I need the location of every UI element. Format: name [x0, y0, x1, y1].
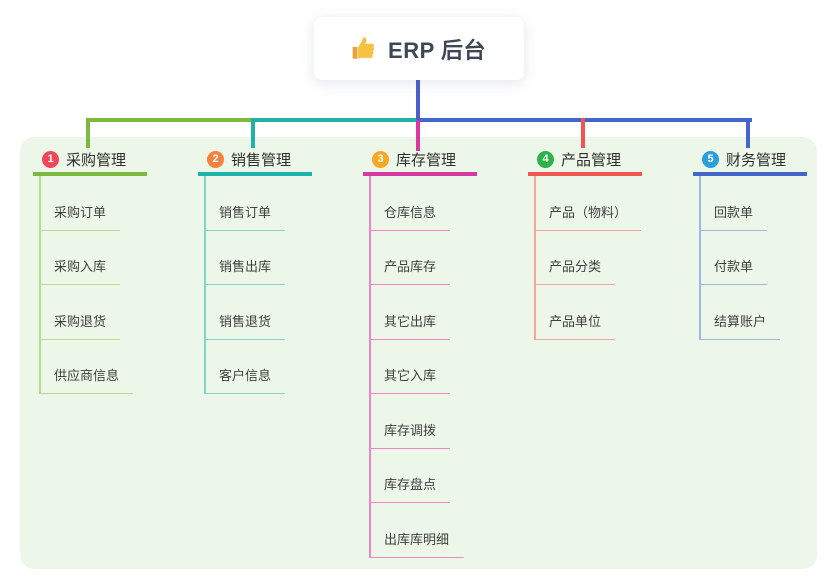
- child-node[interactable]: 产品库存: [369, 231, 451, 285]
- child-node-label: 其它出库: [384, 313, 437, 329]
- branch-number-badge: 3: [372, 150, 389, 168]
- branch-trunk-line: [699, 176, 701, 340]
- branch-children: 仓库信息产品库存其它出库其它入库库存调拨库存盘点出库库明细: [369, 176, 464, 558]
- child-node-label: 销售出库: [219, 259, 272, 274]
- child-node-label: 采购退货: [54, 313, 107, 329]
- child-node-label: 仓库信息: [384, 204, 437, 220]
- child-node[interactable]: 付款单: [699, 231, 768, 285]
- branch-children: 采购订单采购入库采购退货供应商信息: [39, 176, 134, 394]
- connector-line: [418, 118, 752, 122]
- child-node-label: 产品单位: [549, 313, 602, 329]
- child-node-label: 客户信息: [219, 368, 272, 383]
- branch-header[interactable]: 4 产品管理: [528, 146, 642, 176]
- branch-number-badge: 5: [702, 150, 719, 168]
- child-node[interactable]: 采购订单: [39, 176, 121, 231]
- branch-header[interactable]: 1 采购管理: [33, 146, 147, 176]
- branch-label: 采购管理: [66, 151, 127, 169]
- child-node-label: 库存盘点: [384, 477, 437, 492]
- child-node[interactable]: 回款单: [699, 176, 768, 231]
- child-node[interactable]: 产品（物料）: [534, 176, 642, 231]
- child-node-label: 产品分类: [549, 259, 602, 274]
- branch-header[interactable]: 2 销售管理: [198, 146, 312, 176]
- child-node[interactable]: 仓库信息: [369, 176, 451, 231]
- child-node[interactable]: 结算账户: [699, 285, 781, 340]
- branch-header[interactable]: 5 财务管理: [693, 146, 807, 176]
- child-node-label: 产品（物料）: [549, 204, 628, 220]
- child-node-label: 库存调拨: [384, 422, 437, 438]
- child-node[interactable]: 其它入库: [369, 340, 451, 394]
- root-node-label: ERP 后台: [388, 37, 486, 63]
- connector-line: [253, 118, 422, 122]
- branch-header[interactable]: 3 库存管理: [363, 146, 477, 176]
- child-node[interactable]: 供应商信息: [39, 340, 134, 394]
- branch-label: 销售管理: [231, 151, 292, 169]
- branches-panel: [20, 137, 817, 569]
- connector-line: [416, 118, 420, 151]
- connector-line: [581, 118, 585, 148]
- child-node-label: 销售退货: [219, 313, 272, 329]
- branch-number-badge: 2: [207, 150, 224, 168]
- connector-line: [88, 118, 253, 122]
- branch-children: 回款单付款单结算账户: [699, 176, 781, 340]
- branch-children: 销售订单销售出库销售退货客户信息: [204, 176, 286, 394]
- child-node-label: 采购订单: [54, 204, 107, 220]
- child-node-label: 采购入库: [54, 259, 107, 274]
- branch-trunk-line: [369, 176, 371, 558]
- branch-trunk-line: [39, 176, 41, 394]
- child-node-label: 结算账户: [714, 313, 767, 329]
- branch-label: 库存管理: [396, 151, 457, 169]
- branch-trunk-line: [534, 176, 536, 340]
- child-node[interactable]: 其它出库: [369, 285, 451, 340]
- connector-line: [746, 118, 750, 148]
- connector-line: [416, 79, 420, 120]
- child-node-label: 其它入库: [384, 368, 437, 383]
- branch-children: 产品（物料） 产品分类产品单位: [534, 176, 642, 340]
- child-node-label: 回款单: [714, 204, 754, 220]
- child-node[interactable]: 客户信息: [204, 340, 286, 394]
- root-node[interactable]: ERP 后台: [314, 17, 524, 80]
- thumbs-up-icon: [352, 36, 378, 62]
- child-node-label: 供应商信息: [54, 368, 120, 383]
- branch-trunk-line: [204, 176, 206, 394]
- child-node-label: 出库库明细: [384, 531, 450, 547]
- connector-line: [86, 118, 90, 148]
- branch-number-badge: 1: [42, 150, 59, 168]
- child-node[interactable]: 销售退货: [204, 285, 286, 340]
- child-node[interactable]: 出库库明细: [369, 503, 464, 558]
- child-node[interactable]: 采购退货: [39, 285, 121, 340]
- child-node[interactable]: 产品分类: [534, 231, 616, 285]
- child-node-label: 付款单: [714, 259, 754, 274]
- child-node[interactable]: 库存调拨: [369, 394, 451, 449]
- child-node[interactable]: 采购入库: [39, 231, 121, 285]
- connector-line: [251, 118, 255, 148]
- child-node[interactable]: 销售订单: [204, 176, 286, 231]
- child-node[interactable]: 销售出库: [204, 231, 286, 285]
- child-node[interactable]: 库存盘点: [369, 449, 451, 503]
- child-node-label: 产品库存: [384, 259, 437, 274]
- child-node-label: 销售订单: [219, 204, 272, 220]
- branch-label: 财务管理: [726, 151, 787, 169]
- child-node[interactable]: 产品单位: [534, 285, 616, 340]
- branch-label: 产品管理: [561, 151, 622, 169]
- branch-number-badge: 4: [537, 150, 554, 168]
